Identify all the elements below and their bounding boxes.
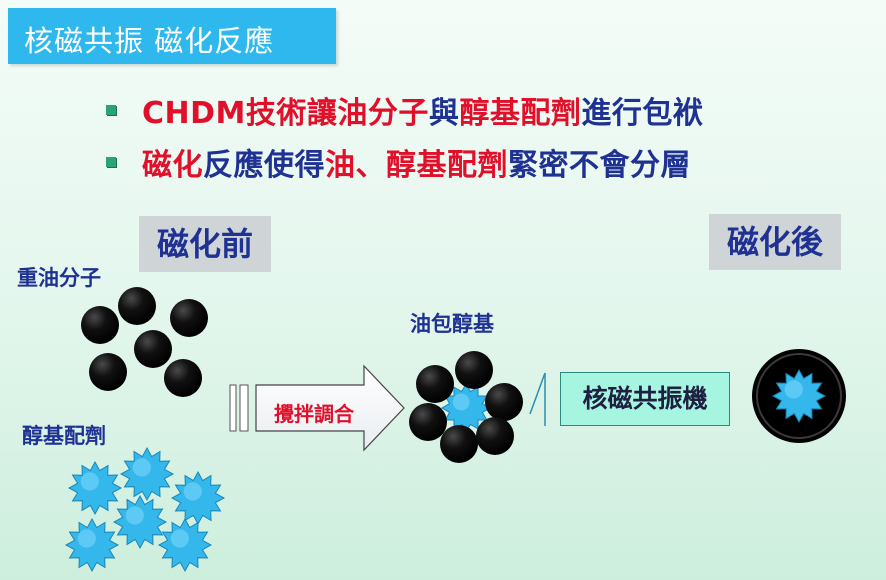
bullet-segment: 反應使得: [203, 148, 325, 183]
alcohol-agent-star: [119, 446, 175, 502]
bullet-segment: 磁化: [142, 148, 203, 183]
oil-molecule: [170, 299, 208, 337]
oil-molecule: [134, 330, 172, 368]
slide-title: 核磁共振 磁化反應: [24, 24, 275, 58]
bullet-segment: 油分子: [337, 96, 429, 131]
alcohol-agent-star: [112, 494, 168, 550]
bullet-segment: 醇基配劑: [459, 96, 582, 131]
bullet-text: CHDM技術讓油分子與醇基配劑進行包袱: [142, 88, 703, 132]
mix-label: 攪拌調合: [274, 402, 354, 426]
oil-molecule: [89, 353, 127, 391]
alcohol-agent-label: 醇基配劑: [22, 424, 106, 448]
bullet-segment: 與: [428, 96, 460, 131]
bullet-segment: 油、醇基配劑: [325, 148, 508, 183]
oil-molecule: [81, 306, 119, 344]
alcohol-agent-stars: [64, 446, 226, 573]
bullet-segment: CHDM技術讓: [142, 96, 338, 131]
title-banner: 核磁共振 磁化反應: [8, 8, 336, 64]
alcohol-agent-star: [771, 368, 827, 424]
oil-molecule: [164, 359, 202, 397]
bullet-square-icon: [106, 105, 116, 115]
oil-wrapped-cluster: [409, 351, 523, 463]
bullet-square-icon: [106, 157, 116, 167]
mix-arrow: [229, 364, 405, 452]
oil-wrap-label: 油包醇基: [410, 312, 494, 336]
stage-before-label: 磁化前: [139, 216, 271, 272]
bullet-segment: 進行包袱: [581, 96, 704, 131]
nmr-machine-box: 核磁共振機: [560, 372, 730, 426]
alcohol-agent-star: [157, 517, 213, 573]
magnetized-particle: [752, 349, 846, 443]
oil-molecule: [118, 287, 156, 325]
alcohol-agent-star: [64, 517, 120, 573]
bullet-segment: 緊密不會分層: [508, 148, 691, 183]
heavy-oil-label: 重油分子: [17, 266, 101, 290]
heavy-oil-molecules: [81, 287, 208, 397]
stage-after-label: 磁化後: [709, 214, 841, 270]
alcohol-agent-star: [67, 460, 123, 516]
bullet-text: 磁化反應使得油、醇基配劑緊密不會分層: [142, 140, 691, 184]
